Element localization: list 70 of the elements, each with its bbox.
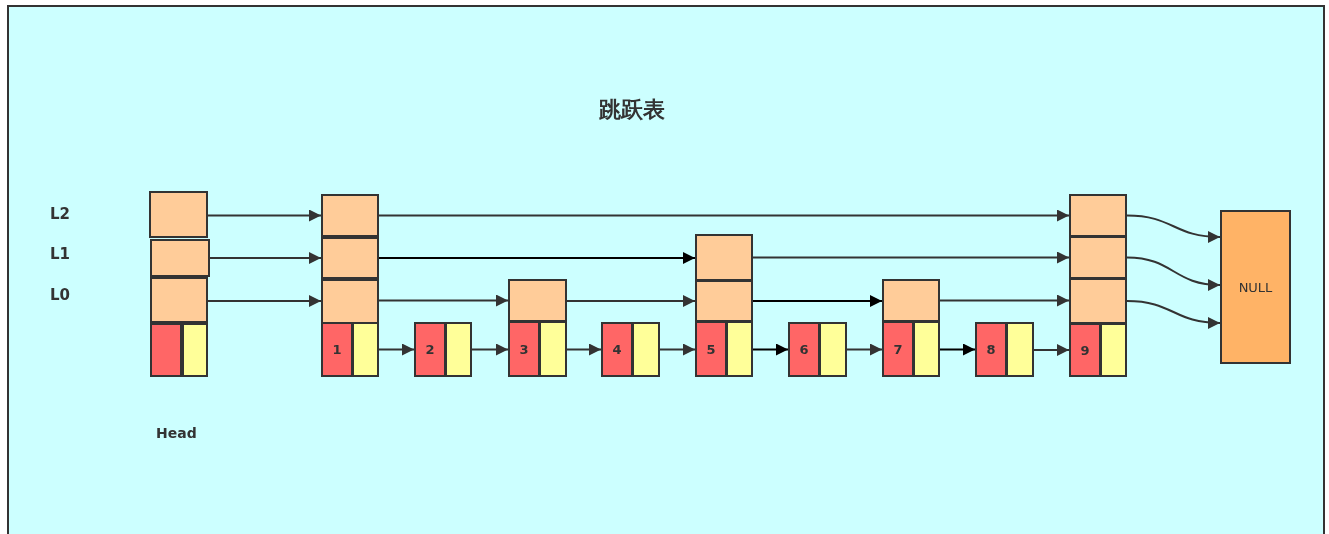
arrow xyxy=(378,209,1070,222)
level-label: L1 xyxy=(50,245,70,263)
arrow xyxy=(471,343,509,356)
arrow xyxy=(566,343,602,356)
value-cell xyxy=(539,321,567,377)
level-label: L0 xyxy=(50,286,70,304)
arrow xyxy=(209,252,322,264)
key-number: 5 xyxy=(706,341,716,357)
level-pointer-box xyxy=(695,234,753,281)
head-label: Head xyxy=(156,425,197,441)
value-cell xyxy=(352,322,379,377)
value-cell xyxy=(1100,323,1127,377)
key-cell xyxy=(788,322,820,377)
arrow xyxy=(207,209,322,222)
arrow xyxy=(939,343,976,356)
level-pointer-box xyxy=(150,277,208,323)
value-cell xyxy=(632,322,660,377)
level-pointer-box xyxy=(321,194,379,237)
level-pointer-box xyxy=(695,280,753,322)
value-cell xyxy=(445,322,472,377)
value-cell xyxy=(726,321,753,377)
arrow xyxy=(1126,214,1221,243)
key-number: 8 xyxy=(986,342,996,357)
key-cell xyxy=(1069,323,1101,377)
arrow xyxy=(939,294,1070,307)
key-cell xyxy=(601,322,633,377)
arrow xyxy=(659,343,696,356)
key-cell xyxy=(695,321,727,377)
arrow xyxy=(846,343,883,356)
value-cell xyxy=(913,321,940,377)
diagram-title: 跳跃表 xyxy=(599,96,665,124)
arrow xyxy=(1033,344,1070,356)
key-number: 2 xyxy=(425,342,435,357)
key-number: 1 xyxy=(332,342,342,357)
key-cell xyxy=(882,321,914,377)
level-pointer-box xyxy=(508,279,567,322)
key-number: 3 xyxy=(519,341,529,357)
arrow xyxy=(752,251,1070,264)
level-label: L2 xyxy=(50,205,70,223)
level-pointer-box xyxy=(1069,236,1127,279)
null-label: NULL xyxy=(1238,279,1273,295)
level-pointer-box xyxy=(1069,194,1127,237)
key-cell xyxy=(150,323,182,377)
value-cell xyxy=(182,323,208,377)
arrow xyxy=(378,252,696,264)
key-number: 6 xyxy=(799,342,809,357)
null-box xyxy=(1220,210,1291,364)
level-pointer-box xyxy=(149,191,208,238)
level-pointer-box xyxy=(882,279,940,322)
level-pointer-box xyxy=(150,239,210,277)
value-cell xyxy=(819,322,847,377)
arrow xyxy=(378,343,415,356)
arrow xyxy=(1126,300,1221,329)
key-cell xyxy=(414,322,446,377)
value-cell xyxy=(1006,322,1034,377)
arrow xyxy=(752,343,789,356)
level-pointer-box xyxy=(1069,278,1127,324)
arrow xyxy=(207,295,322,307)
key-cell xyxy=(975,322,1007,377)
arrow xyxy=(752,295,883,307)
key-number: 9 xyxy=(1080,342,1090,358)
arrow xyxy=(378,294,509,307)
key-number: 4 xyxy=(612,342,622,357)
key-cell xyxy=(508,321,540,377)
level-pointer-box xyxy=(321,237,379,279)
arrow xyxy=(1126,256,1221,291)
key-number: 7 xyxy=(893,341,903,357)
key-cell xyxy=(321,322,353,377)
arrow xyxy=(566,295,696,307)
level-pointer-box xyxy=(321,279,379,324)
